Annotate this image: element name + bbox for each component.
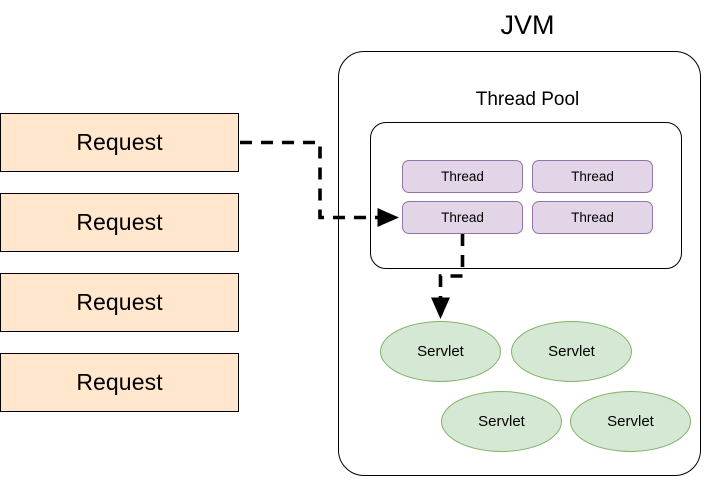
thread-box[interactable]: Thread: [532, 201, 653, 234]
request-label: Request: [76, 289, 163, 315]
servlet-label: Servlet: [548, 343, 595, 360]
servlet-node[interactable]: Servlet: [441, 391, 562, 452]
servlet-node[interactable]: Servlet: [570, 391, 691, 452]
request-box[interactable]: Request: [0, 273, 239, 332]
request-label: Request: [76, 209, 163, 235]
jvm-title: JVM: [500, 10, 555, 40]
thread-pool-title: Thread Pool: [475, 89, 580, 110]
thread-box[interactable]: Thread: [532, 160, 653, 193]
servlet-node[interactable]: Servlet: [380, 321, 501, 382]
thread-label: Thread: [571, 168, 614, 184]
thread-label: Thread: [441, 168, 484, 184]
request-box[interactable]: Request: [0, 193, 239, 252]
request-label: Request: [76, 369, 163, 395]
thread-label: Thread: [571, 209, 614, 225]
thread-box[interactable]: Thread: [402, 160, 523, 193]
thread-box[interactable]: Thread: [402, 201, 523, 234]
request-label: Request: [76, 129, 163, 155]
jvm-container: [338, 51, 701, 476]
thread-pool-container: [370, 122, 682, 269]
servlet-node[interactable]: Servlet: [511, 321, 632, 382]
servlet-label: Servlet: [417, 343, 464, 360]
request-box[interactable]: Request: [0, 353, 239, 412]
thread-label: Thread: [441, 209, 484, 225]
servlet-label: Servlet: [478, 413, 525, 430]
request-box[interactable]: Request: [0, 113, 239, 172]
servlet-label: Servlet: [607, 413, 654, 430]
